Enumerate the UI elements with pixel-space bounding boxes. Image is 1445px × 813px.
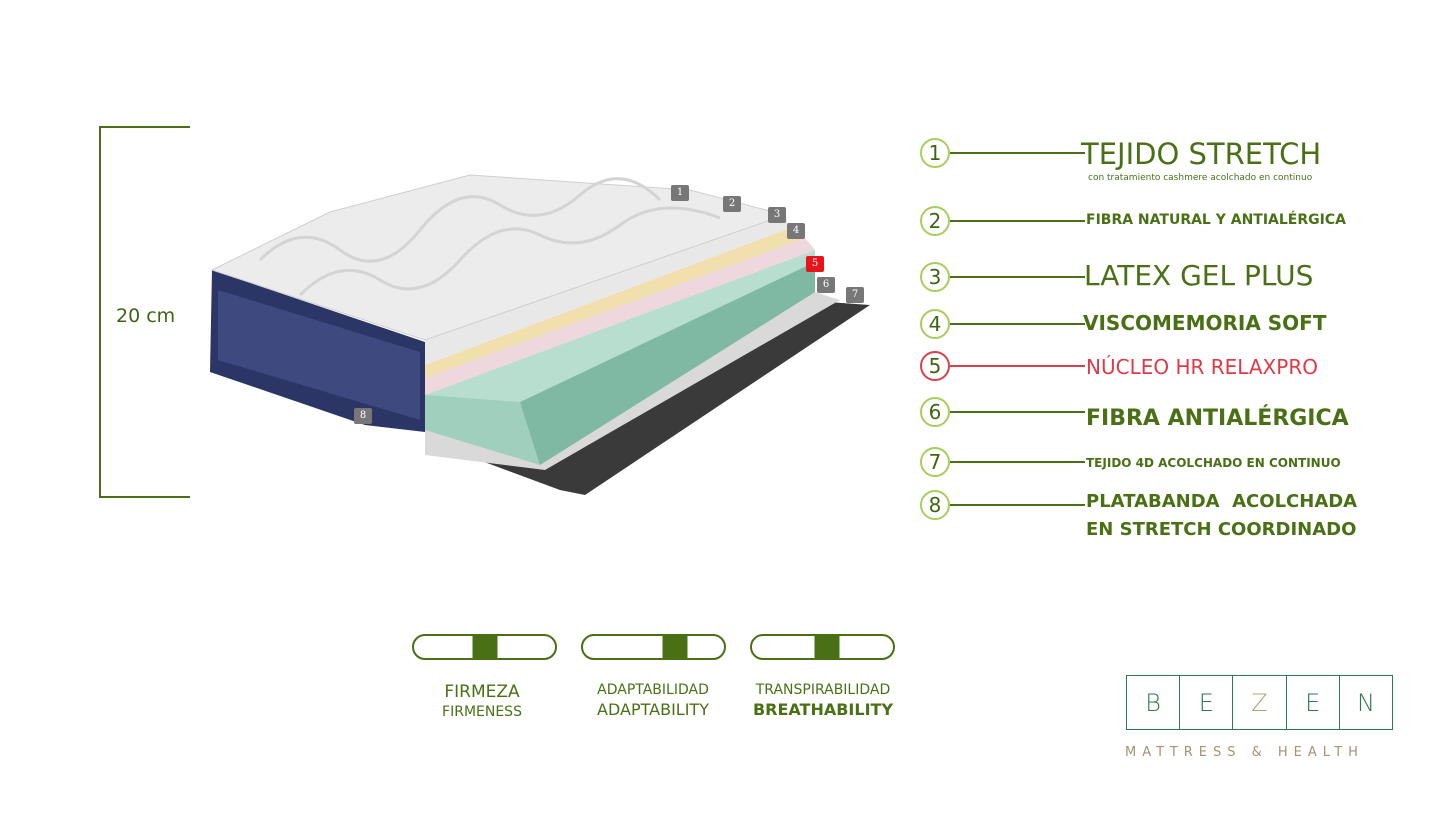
logo-letter: Z <box>1233 676 1287 729</box>
layer-title-8: PLATABANDA ACOLCHADA <box>1086 491 1358 512</box>
label-es: FIRMEZA <box>444 682 520 702</box>
leader-line <box>950 220 1085 222</box>
layer-title-4: VISCOMEMORIA SOFT <box>1083 311 1327 335</box>
quilted-top-1 <box>210 174 787 341</box>
bezen-logo: B E Z E N <box>1126 675 1393 730</box>
layer-title-7: TEJIDO 4D ACOLCHADO EN CONTINUO <box>1086 456 1341 470</box>
layer-title-8-line2: EN STRETCH COORDINADO <box>1086 519 1357 540</box>
height-bracket-top <box>99 126 190 128</box>
firmness-meter <box>412 634 557 660</box>
breathability-label: TRANSPIRABILIDAD BREATHABILITY <box>738 680 908 720</box>
badge-6: 6 <box>817 277 835 293</box>
latex-layer-3 <box>425 228 805 378</box>
legend-row-2: 2 <box>920 204 1085 238</box>
fiber-layer-2 <box>425 215 790 365</box>
layer-title-1: TEJIDO STRETCH <box>1081 137 1322 171</box>
layer-title-3: LATEX GEL PLUS <box>1084 259 1314 292</box>
number-circle: 4 <box>920 309 950 339</box>
meter-marker <box>662 636 688 658</box>
legend-row-5: 5 <box>920 349 1085 383</box>
badge-5: 5 <box>806 256 824 272</box>
number-circle: 3 <box>920 262 950 292</box>
core-top <box>425 250 815 402</box>
logo-letter: N <box>1356 688 1375 717</box>
side-panel-pattern <box>218 290 420 420</box>
leader-line <box>950 365 1085 367</box>
breathability-meter <box>750 634 895 660</box>
badge-4: 4 <box>787 223 805 239</box>
layer-title-5: NÚCLEO HR RELAXPRO <box>1086 355 1318 379</box>
meter-marker <box>472 636 497 658</box>
core-layer-5-face <box>520 262 815 465</box>
adaptability-meter <box>581 634 726 660</box>
legend-row-6: 6 <box>920 395 1085 429</box>
legend-row-8: 8 <box>920 488 1085 522</box>
leader-line <box>950 411 1085 413</box>
leader-line <box>950 152 1085 154</box>
height-bracket <box>99 127 101 498</box>
badge-1: 1 <box>671 185 689 201</box>
leader-line <box>950 276 1085 278</box>
label-es: ADAPTABILIDAD <box>597 682 709 698</box>
legend-row-7: 7 <box>920 445 1085 479</box>
label-en: FIRMENESS <box>442 704 522 720</box>
label-en: ADAPTABILITY <box>597 700 709 719</box>
leader-line <box>950 504 1085 506</box>
firmness-label: FIRMEZA FIRMENESS <box>397 682 567 722</box>
quilt-pattern <box>258 177 721 297</box>
layer-subtitle-1: con tratamiento cashmere acolchado en co… <box>1088 173 1313 183</box>
number-circle: 6 <box>920 397 950 427</box>
height-label: 20 cm <box>116 305 176 327</box>
label-en: BREATHABILITY <box>752 700 894 719</box>
logo-letter: E <box>1180 676 1234 729</box>
legend-row-1: 1 <box>920 136 1085 170</box>
badge-3: 3 <box>768 207 786 223</box>
number-circle: 8 <box>920 490 950 520</box>
badge-7: 7 <box>846 287 864 303</box>
logo-letter: E <box>1287 676 1340 729</box>
badge-2: 2 <box>723 196 741 212</box>
number-circle: 1 <box>920 138 950 168</box>
leader-line <box>950 323 1085 325</box>
visco-layer-4 <box>425 238 815 395</box>
number-circle: 7 <box>920 447 950 477</box>
number-circle: 2 <box>920 206 950 236</box>
meter-marker <box>814 636 840 658</box>
logo-tagline: MATTRESS & HEALTH <box>1125 745 1364 760</box>
adaptability-label: ADAPTABILIDAD ADAPTABILITY <box>568 680 738 720</box>
badge-8: 8 <box>354 408 372 424</box>
label-es: TRANSPIRABILIDAD <box>755 682 891 698</box>
height-bracket-bottom <box>99 496 190 498</box>
logo-letter: B <box>1127 676 1181 729</box>
legend-row-4: 4 <box>920 307 1085 341</box>
legend-row-3: 3 <box>920 260 1085 294</box>
layer-title-6: FIBRA ANTIALÉRGICA <box>1086 406 1349 431</box>
leader-line <box>950 461 1085 463</box>
layer-title-2: FIBRA NATURAL Y ANTIALÉRGICA <box>1086 212 1346 228</box>
number-circle: 5 <box>920 351 950 381</box>
